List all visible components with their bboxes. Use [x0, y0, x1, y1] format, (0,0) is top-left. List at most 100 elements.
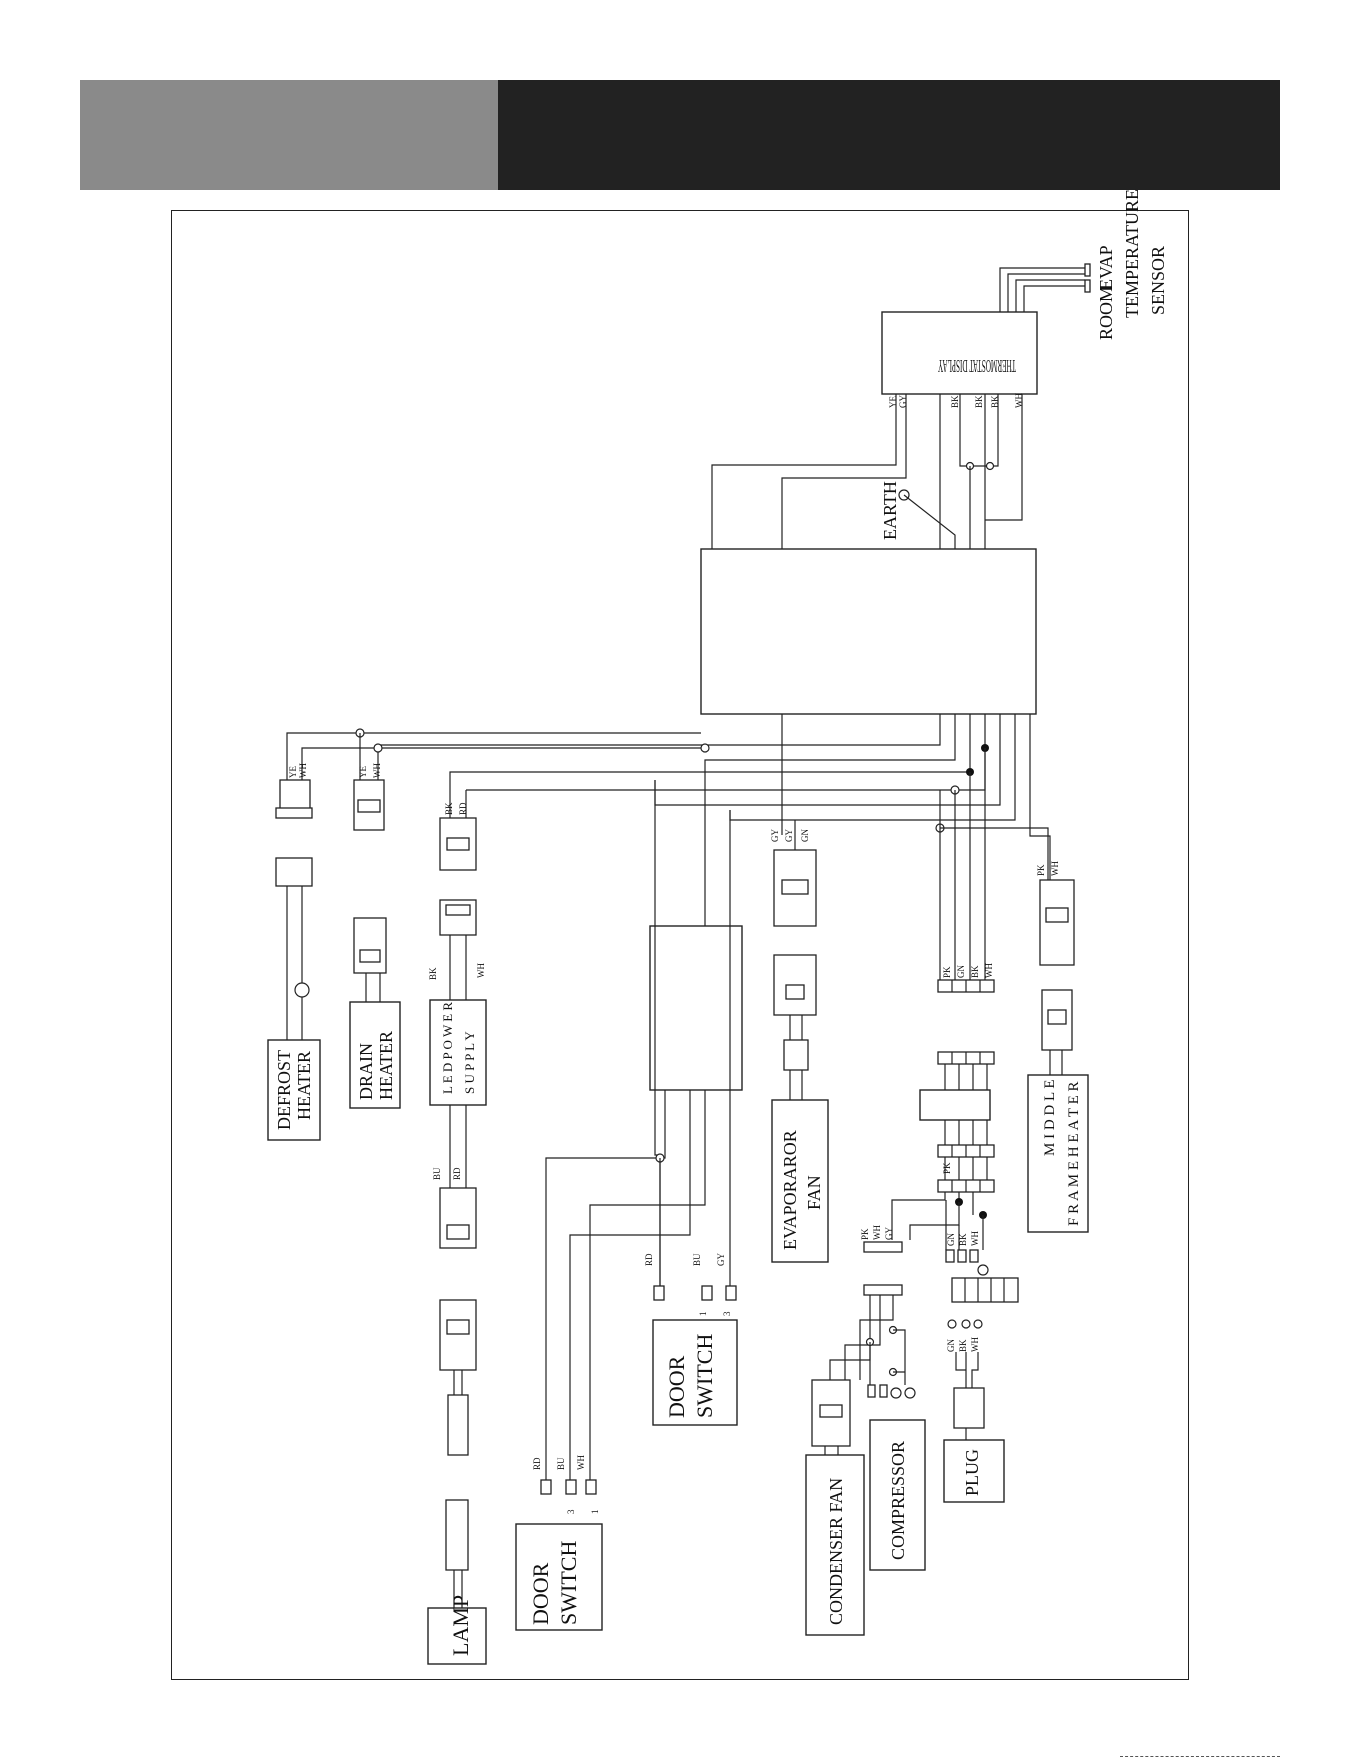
compressor-feed-block: PK WH GY [860, 1225, 903, 1296]
svg-text:YE: YE [288, 766, 298, 778]
compressor-label: COMPRESSOR [888, 1441, 908, 1560]
door-switch-right-box [652, 1319, 738, 1426]
plug-label: PLUG [962, 1449, 982, 1496]
svg-text:WH: WH [1050, 861, 1060, 876]
svg-text:PK: PK [1036, 864, 1046, 876]
svg-text:1: 1 [590, 1510, 600, 1515]
svg-text:WH: WH [970, 1231, 980, 1246]
svg-text:GY: GY [884, 1227, 894, 1240]
drain-connector-bottom [353, 917, 387, 974]
relay-module-box [649, 925, 743, 1091]
terminal-block-c [937, 1144, 995, 1158]
svg-text:BK: BK [958, 1339, 968, 1352]
drain-heater-label: DRAINHEATER [356, 1031, 396, 1100]
earth-label: EARTH [880, 481, 900, 540]
svg-text:WH: WH [372, 763, 382, 778]
svg-text:GY: GY [770, 829, 780, 842]
condenser-fan-box [805, 1454, 865, 1636]
lamp-box [427, 1607, 487, 1665]
svg-text:WH: WH [476, 963, 486, 978]
svg-text:GN: GN [800, 829, 810, 842]
sensor-evap-label: EVAP [1096, 245, 1116, 290]
plug-cord-body [953, 1387, 985, 1429]
plug-box [943, 1439, 1005, 1503]
thermo-wire-gy: GY [898, 395, 908, 408]
svg-text:BK: BK [428, 967, 438, 980]
thermo-wire-wh: WH [1014, 393, 1024, 408]
thermostat-display-label: THERMOSTAT DISPLAY [938, 356, 1016, 376]
thermostat-display-box [881, 311, 1038, 395]
defrost-connector-bottom [275, 857, 313, 887]
door-switch-left-pin-3 [585, 1479, 597, 1495]
svg-text:PK: PK [942, 966, 952, 978]
svg-text:RD: RD [644, 1253, 654, 1266]
sensor-room-label: ROOM [1096, 286, 1116, 340]
evap-sensor-probe [1084, 263, 1091, 277]
svg-text:BK: BK [958, 1233, 968, 1246]
defrost-fuse-icon [294, 982, 310, 998]
thermo-wire-bk-3: BK [990, 395, 1000, 408]
svg-text:RD: RD [452, 1167, 462, 1180]
svg-text:WH: WH [970, 1337, 980, 1352]
header-gray-band [80, 80, 498, 190]
evap-fan-connector-bottom [773, 954, 817, 1016]
terminal-block-a: PK GN BK WH [937, 963, 995, 993]
svg-text:BU: BU [432, 1167, 442, 1180]
lamp-connector [439, 1299, 477, 1371]
terminal-block-b [937, 1051, 995, 1090]
condenser-fan-label: CONDENSER FAN [826, 1478, 846, 1625]
defrost-connector-top [279, 779, 311, 811]
svg-text:3: 3 [722, 1311, 732, 1316]
diagram-frame [171, 210, 1189, 1680]
header-dark-band [498, 80, 1280, 190]
lamp-socket [445, 1499, 469, 1571]
lamp-label: LAMP [448, 1595, 473, 1656]
svg-text:RD: RD [458, 802, 468, 815]
plug-terminal-block: GN BK WH GN BK WH [945, 1231, 1019, 1352]
svg-text:GN: GN [956, 965, 966, 978]
thermo-wire-bk-1: BK [950, 395, 960, 408]
svg-text:BU: BU [556, 1457, 566, 1470]
led-power-supply-box [429, 999, 487, 1106]
compressor-box [869, 1419, 926, 1571]
svg-text:WH: WH [298, 763, 308, 778]
svg-text:WH: WH [984, 963, 994, 978]
page-footer-rule [1120, 1756, 1280, 1758]
svg-text:PK: PK [860, 1228, 870, 1240]
door-switch-right-pin-1 [653, 1285, 665, 1301]
svg-text:GY: GY [716, 1253, 726, 1266]
svg-text:3: 3 [566, 1509, 576, 1514]
svg-text:BK: BK [970, 965, 980, 978]
svg-text:GN: GN [946, 1339, 956, 1352]
door-switch-left-pin-2 [565, 1479, 577, 1495]
door-switch-left-pin-1 [540, 1479, 552, 1495]
svg-text:RD: RD [532, 1457, 542, 1470]
svg-text:BK: BK [444, 802, 454, 815]
drain-heater-box [349, 1001, 401, 1109]
evap-fan-connector-top [773, 849, 817, 927]
middle-frame-heater-box [1027, 1074, 1089, 1233]
svg-text:1: 1 [698, 1312, 708, 1317]
svg-text:GY: GY [784, 829, 794, 842]
door-switch-right-pin-3 [725, 1285, 737, 1301]
svg-text:PK: PK [942, 1162, 952, 1174]
svg-text:YE: YE [358, 766, 368, 778]
defrost-heater-label: DEFROSTHEATER [274, 1050, 314, 1130]
defrost-heater-box [267, 1039, 321, 1141]
svg-text:BU: BU [692, 1253, 702, 1266]
terminal-bridge [919, 1089, 991, 1121]
svg-text:GN: GN [946, 1233, 956, 1246]
lamp-cable-plug [447, 1394, 469, 1456]
thermo-wire-bk-2: BK [974, 395, 984, 408]
room-sensor-probe [1084, 279, 1091, 293]
svg-text:WH: WH [872, 1225, 882, 1240]
control-board [700, 548, 1037, 715]
evaporator-fan-box [771, 1099, 829, 1263]
thermo-wire-ye: YE [888, 396, 898, 408]
